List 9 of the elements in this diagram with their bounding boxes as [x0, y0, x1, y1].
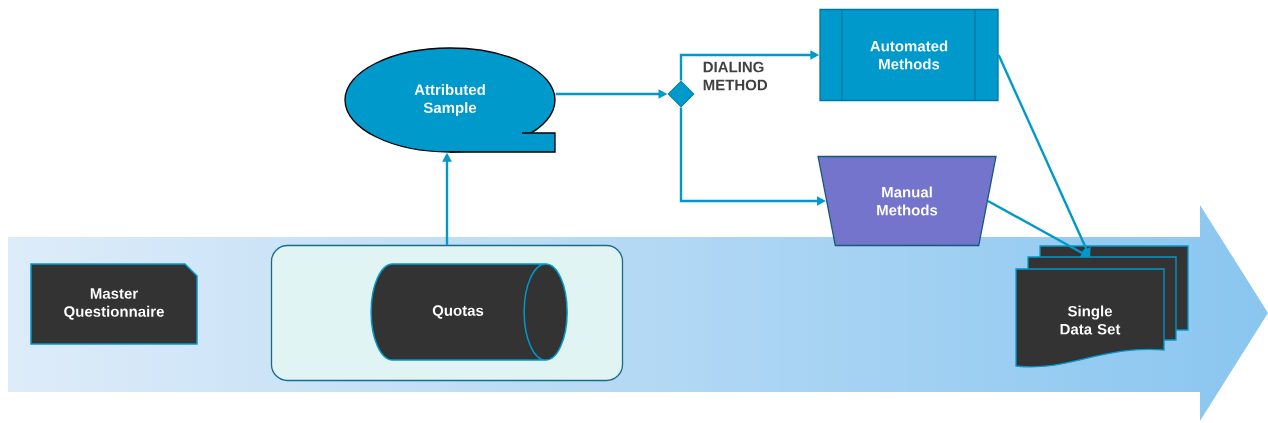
- process-box: Automated Methods: [819, 8, 999, 102]
- decision-diamond: [667, 80, 695, 108]
- decision-label: DIALING METHOD: [703, 61, 768, 91]
- document-box: Master Questionnaire: [30, 263, 198, 345]
- database-cylinder: Quotas: [370, 263, 568, 361]
- document-stack: Single Data Set: [1015, 245, 1189, 368]
- node-text: Single Data Set: [1060, 305, 1121, 335]
- manual-trapezoid: Manual Methods: [817, 155, 997, 247]
- sample-bubble: Attributed Sample: [344, 47, 556, 153]
